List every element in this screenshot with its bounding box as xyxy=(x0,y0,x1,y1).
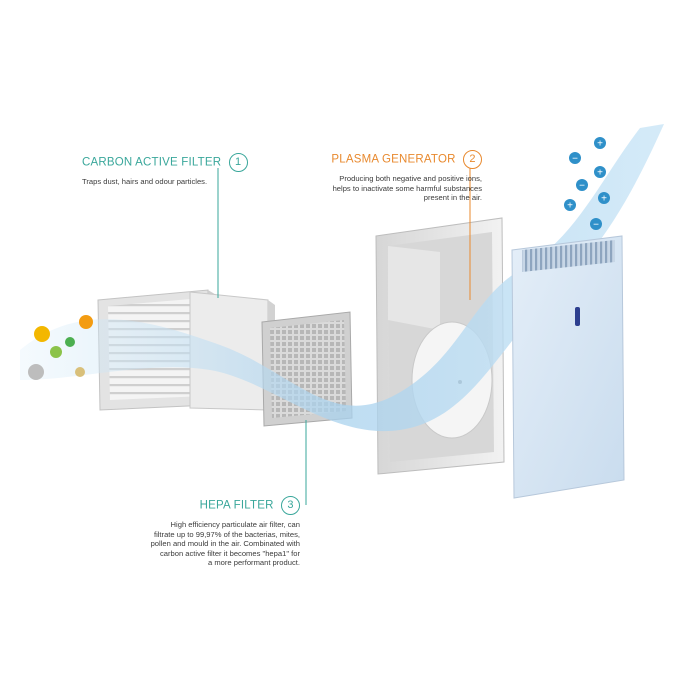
plasma-generator-title-text: PLASMA GENERATOR xyxy=(331,153,456,166)
ion-symbol: − xyxy=(579,181,585,192)
plasma-generator-desc-line: present in the air. xyxy=(423,193,482,203)
ion-symbol: − xyxy=(572,154,578,165)
carbon-filter-label: CARBON ACTIVE FILTER 1 Traps dust, hairs… xyxy=(82,153,282,187)
hepa-filter-desc-line: a more performant product. xyxy=(207,558,300,568)
carbon-filter-description: Traps dust, hairs and odour particles. xyxy=(82,177,282,187)
ion-symbol: + xyxy=(597,139,603,150)
leader-lines xyxy=(217,168,471,505)
hepa-filter-title-text: HEPA FILTER xyxy=(199,499,274,512)
hepa-filter-desc-line: High efficiency particulate air filter, … xyxy=(170,520,300,529)
hepa-filter-description: High efficiency particulate air filter, … xyxy=(150,520,300,568)
ion-marker: + xyxy=(594,137,606,150)
hepa-filter-number: 3 xyxy=(281,496,300,515)
plasma-generator-desc-line: Producing both negative and positive ion… xyxy=(339,174,482,183)
ion-marker: − xyxy=(590,218,602,231)
plasma-generator-label: PLASMA GENERATOR 2 Producing both negati… xyxy=(262,150,482,203)
plasma-generator-description: Producing both negative and positive ion… xyxy=(262,174,482,203)
ion-marker: − xyxy=(576,179,588,192)
ion-symbol: − xyxy=(593,220,599,231)
front-panel xyxy=(511,235,625,499)
plasma-generator-desc-line: helps to inactivate some harmful substan… xyxy=(332,183,482,193)
ion-symbol: + xyxy=(601,194,607,205)
ion-marker: + xyxy=(594,166,606,179)
carbon-filter-title-text: CARBON ACTIVE FILTER xyxy=(82,156,222,169)
hepa-filter-desc-line: filtrate up to 99,97% of the bacterias, … xyxy=(153,529,300,539)
ion-symbol: + xyxy=(597,168,603,179)
carbon-filter-number: 1 xyxy=(228,153,248,172)
plasma-generator-number: 2 xyxy=(463,150,482,169)
ion-marker: + xyxy=(598,192,610,205)
hepa-filter-desc-line: pollen and mould in the air. Combinated … xyxy=(150,539,300,549)
carbon-filter-title: CARBON ACTIVE FILTER 1 xyxy=(82,153,282,172)
ion-marker: + xyxy=(564,199,576,212)
ion-symbol: + xyxy=(567,201,573,212)
pollutant-particles xyxy=(28,315,93,380)
indicator-light xyxy=(575,307,580,326)
hepa-filter-title: HEPA FILTER 3 xyxy=(150,496,300,515)
airflow-stream xyxy=(20,124,664,432)
ion-marker: − xyxy=(569,152,581,165)
plasma-generator-title: PLASMA GENERATOR 2 xyxy=(262,150,482,169)
hepa-filter-label: HEPA FILTER 3 High efficiency particulat… xyxy=(150,496,300,568)
ion-markers: +−+−++− xyxy=(564,137,610,231)
hepa-filter-desc-line: carbon active filter it becomes "hepa1" … xyxy=(159,548,300,558)
carbon-filter-desc-line: Traps dust, hairs and odour particles. xyxy=(82,177,208,186)
